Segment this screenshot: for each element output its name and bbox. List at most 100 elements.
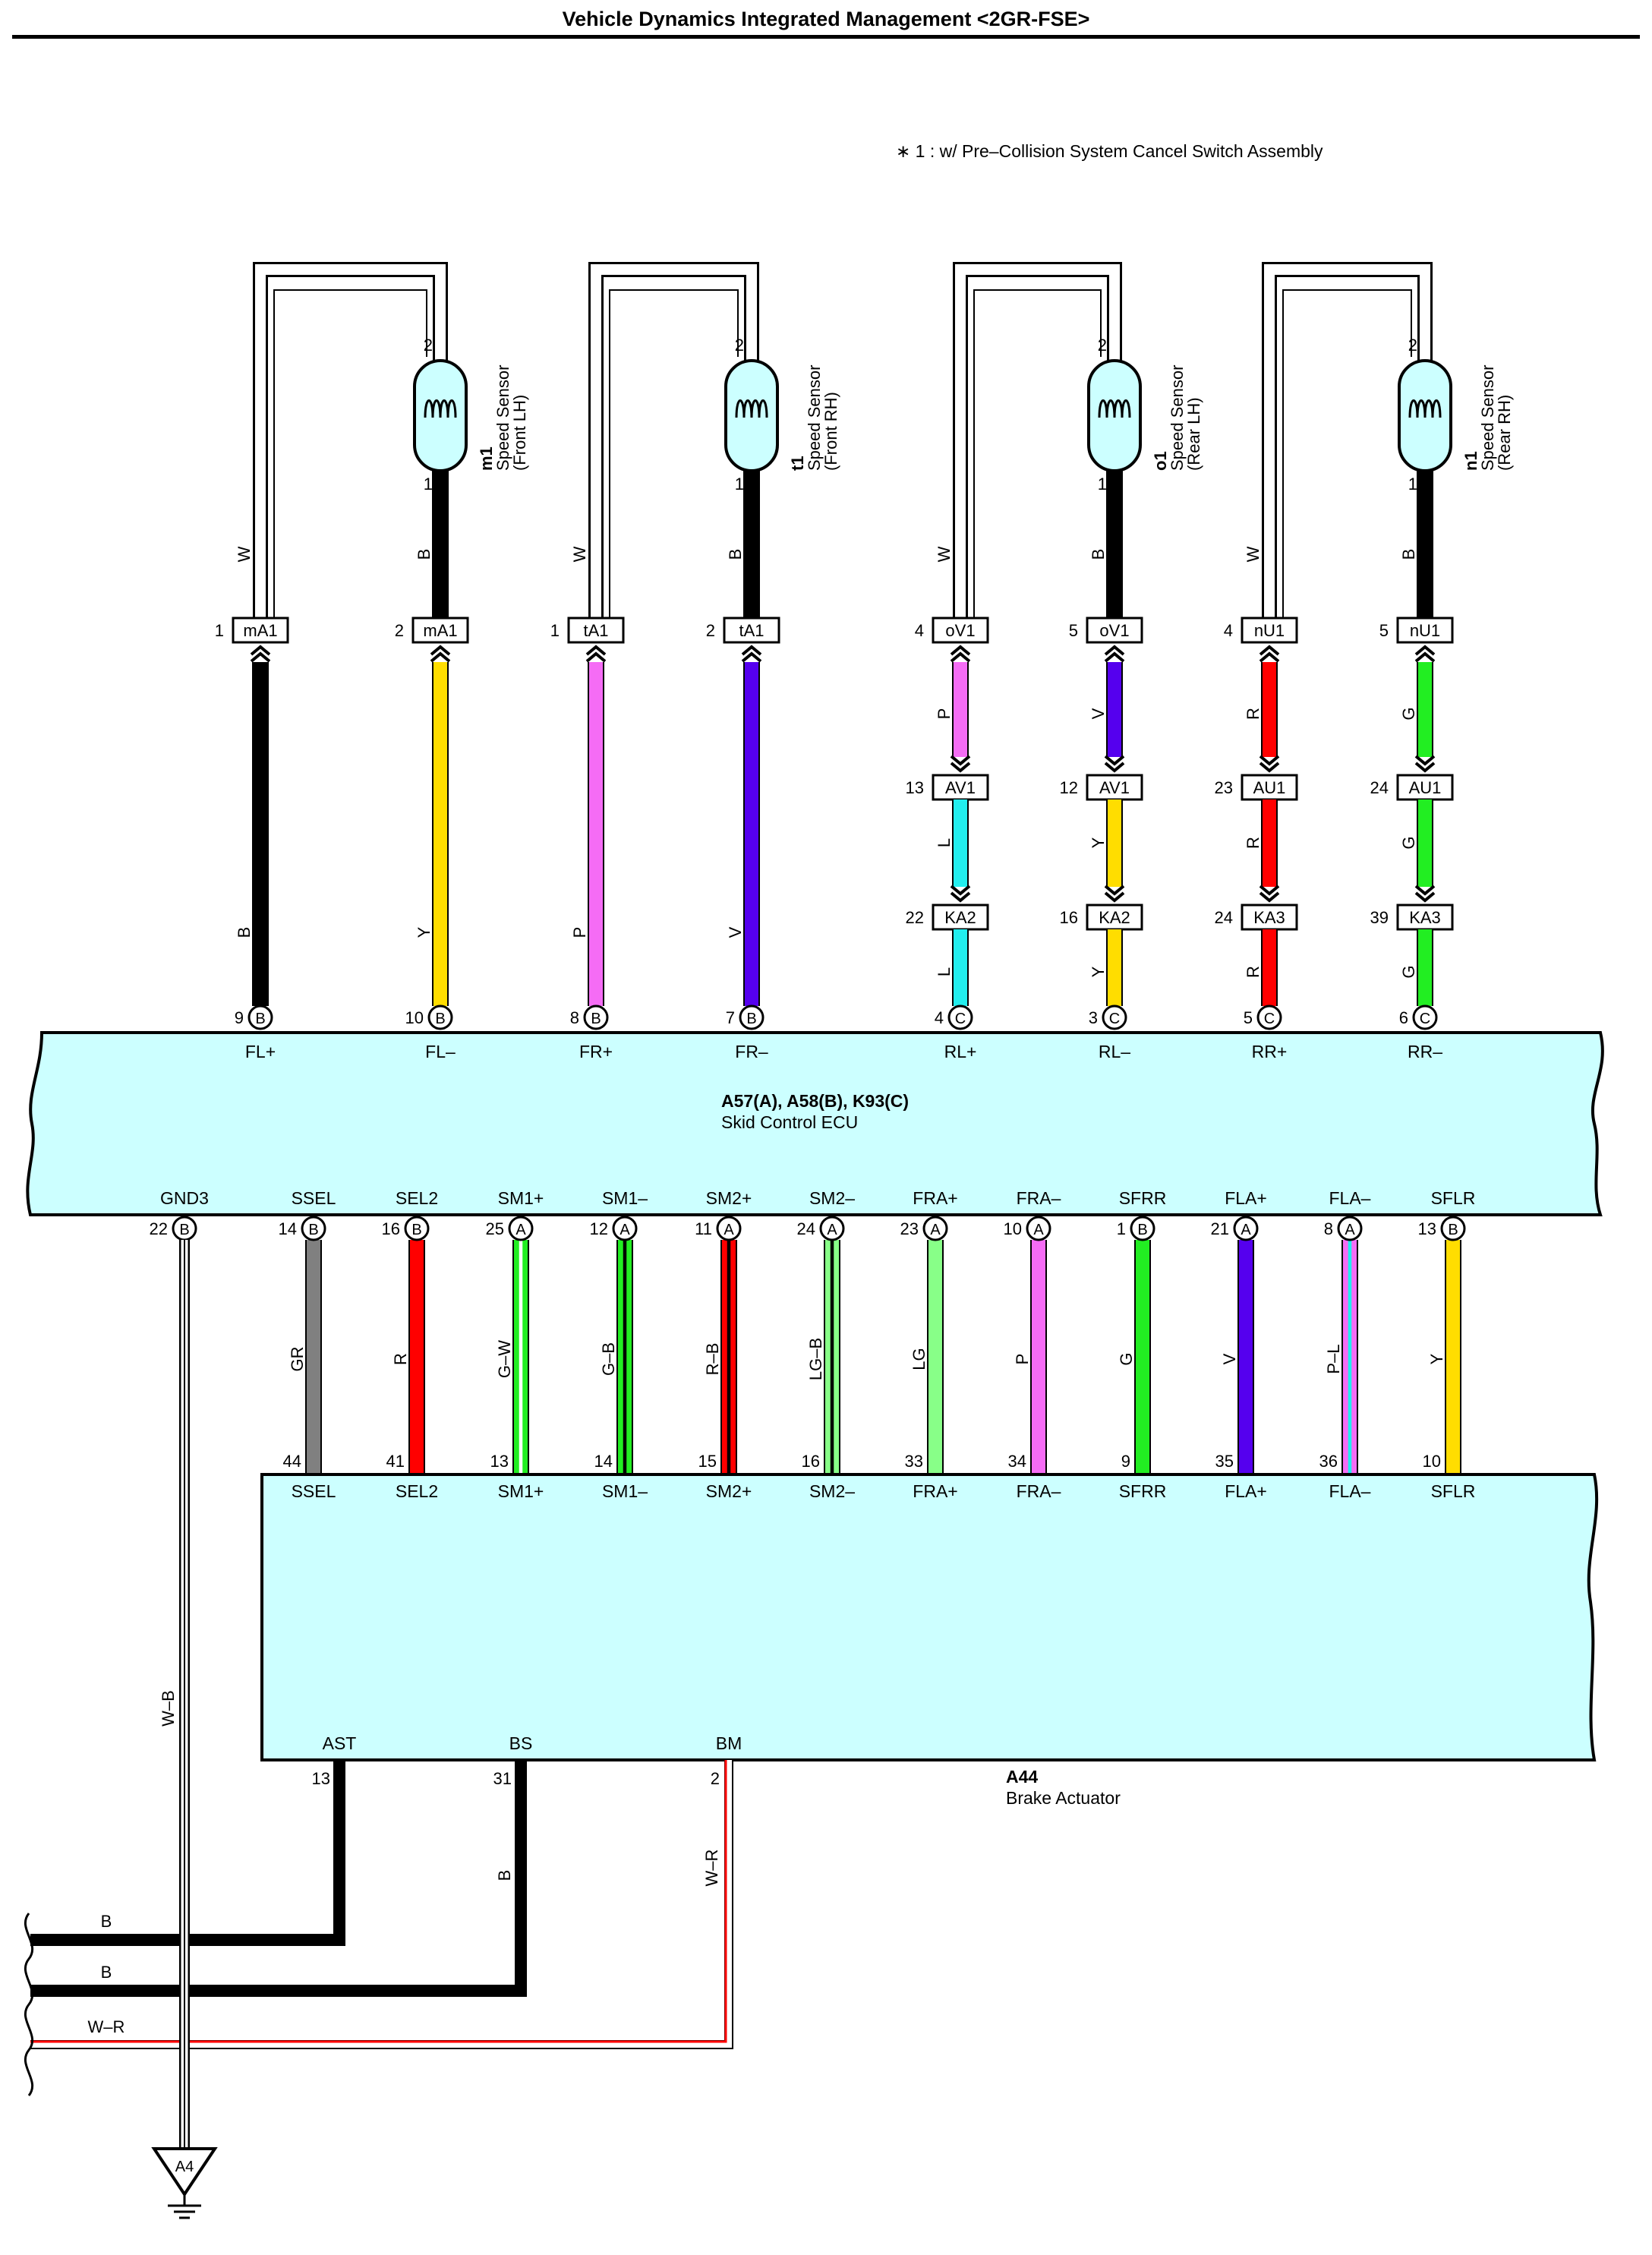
ecu-bottom-SM2–-pin-circle xyxy=(819,1216,845,1241)
ecu-bottom-FLA+-act-pin: 35 xyxy=(1215,1452,1234,1471)
sensor-n1-pin-bottom: 1 xyxy=(1408,475,1417,494)
bm-wire-stripe xyxy=(30,1760,727,2043)
sensor-n1-code: n1 xyxy=(1461,451,1480,471)
upper-wire-RR+-j1-box xyxy=(1241,774,1298,801)
ecu-signal-RR–: RR– xyxy=(1408,1042,1442,1061)
ecu-bottom-SM2–-pin-num: 24 xyxy=(797,1219,815,1238)
upper-wire-FR–-seg-label: V xyxy=(726,926,745,938)
upper-wire-RL+-chevron-j1-icon xyxy=(950,755,971,773)
upper-wire-RL+-j2-box xyxy=(932,904,989,931)
ecu-bottom-GND3-pin-letter: B xyxy=(179,1222,189,1238)
chevron-stroke xyxy=(430,651,451,663)
ecu-bottom-SFRR-pin-circle xyxy=(1130,1216,1155,1241)
ecu-signal-FL+: FL+ xyxy=(245,1042,276,1061)
upper-wire-RR+-conn-box xyxy=(1241,617,1298,644)
upper-wire-FL+-ecu-pin-letter: B xyxy=(255,1011,265,1027)
chevron-stroke xyxy=(250,651,271,663)
ecu-bottom-FLA+-pin-num: 21 xyxy=(1211,1219,1229,1238)
ecu-bottom-SSEL-label: SSEL xyxy=(292,1188,336,1208)
chevron-stroke xyxy=(741,651,762,663)
sensor-n1-name: Speed Sensor xyxy=(1478,365,1497,471)
ecu-bottom-SEL2-pin-num: 16 xyxy=(382,1219,400,1238)
upper-wire-RL+-seg2-label: L xyxy=(935,838,954,847)
upper-wire-RR–-chevron-j2-icon xyxy=(1414,885,1436,903)
sensor-t1-code: t1 xyxy=(788,456,807,471)
upper-wire-RL+-ecu-pin-letter: C xyxy=(955,1011,966,1027)
ground-code: A4 xyxy=(175,2159,194,2175)
upper-wire-FR+-conn-box xyxy=(567,617,625,644)
upper-wire-RL–-chevron-icon xyxy=(1104,645,1125,663)
ecu-bottom-FRA–-pin-letter: A xyxy=(1033,1222,1044,1238)
ecu-bottom-FLA+-wire-label: V xyxy=(1220,1353,1239,1364)
ecu-bottom-FLA+-label: FLA+ xyxy=(1225,1188,1267,1208)
actuator-signal-SFRR: SFRR xyxy=(1119,1481,1167,1501)
upper-wire-RR+-ecu-pin-circle xyxy=(1256,1004,1282,1030)
upper-wire-FL+-ecu-pin-num: 9 xyxy=(235,1008,244,1027)
ecu-bottom-FRA–-act-pin: 34 xyxy=(1008,1452,1026,1471)
upper-wire-RL–-j2-label: KA2 xyxy=(1099,908,1130,927)
upper-wire-RL+-j2-label: KA2 xyxy=(944,908,976,927)
actuator-bottom-BS-pin: 31 xyxy=(493,1769,512,1788)
ecu-bottom-SM2–-act-pin: 16 xyxy=(802,1452,820,1471)
upper-wire-RL–-conn-label: oV1 xyxy=(1099,621,1129,640)
footnote: ∗ 1 : w/ Pre–Collision System Cancel Swi… xyxy=(896,141,1323,161)
ecu-bottom-SM2+-pin-letter: A xyxy=(724,1222,734,1238)
ecu-bottom-SEL2-wire-label: R xyxy=(391,1353,410,1365)
ecu-bottom-FRA+-act-pin: 33 xyxy=(905,1452,923,1471)
ecu-bottom-SM1–-act-pin: 14 xyxy=(594,1452,613,1471)
ecu-bottom-SEL2-pin-letter: B xyxy=(411,1222,421,1238)
sensor-o1-coil-icon xyxy=(1098,399,1131,418)
upper-wire-FL–-ecu-pin-num: 10 xyxy=(405,1008,424,1027)
ecu-bottom-FLA–-pin-num: 8 xyxy=(1324,1219,1333,1238)
ecu-bottom-FRA+-pin-num: 23 xyxy=(900,1219,919,1238)
upper-wire-FL–-conn-box xyxy=(411,617,469,644)
ecu-name: Skid Control ECU xyxy=(721,1112,858,1132)
upper-wire-FR–-chevron-icon xyxy=(741,645,762,663)
ecu-signal-FL–: FL– xyxy=(425,1042,456,1061)
left-wire-label-3: W–R xyxy=(88,2017,125,2036)
chevron-stroke xyxy=(1259,651,1280,663)
chevron-stroke xyxy=(1414,762,1436,773)
ecu-bottom-SSEL-pin-num: 14 xyxy=(279,1219,297,1238)
upper-wire-RL+-top-label: W xyxy=(935,546,954,562)
actuator-signal-SM2+: SM2+ xyxy=(706,1481,752,1501)
title-rule xyxy=(12,35,1640,39)
upper-wire-RL–-chevron-j2-icon xyxy=(1104,885,1125,903)
ecu-bottom-SM1+-pin-letter: A xyxy=(515,1222,526,1238)
upper-wire-RR+-seg2-label: R xyxy=(1244,837,1263,849)
upper-wire-RR+-seg3-label: R xyxy=(1244,966,1263,978)
ecu-bottom-SM1+-pin-num: 25 xyxy=(486,1219,504,1238)
sensor-t1-loop-inner xyxy=(609,289,739,618)
upper-wire-FL–-conn-label: mA1 xyxy=(423,621,457,640)
upper-wire-RR+-seg1-label: R xyxy=(1244,708,1263,720)
ecu-bottom-FRA+-pin-letter: A xyxy=(930,1222,941,1238)
chevron-stroke xyxy=(1259,645,1280,656)
upper-wire-RL–-conn-pin: 5 xyxy=(1069,621,1078,640)
ecu-bottom-SFLR-pin-circle xyxy=(1440,1216,1466,1241)
upper-wire-RR–-conn-label: nU1 xyxy=(1410,621,1440,640)
actuator-bottom-BM: BM xyxy=(716,1733,742,1753)
actuator-signal-SM2–: SM2– xyxy=(809,1481,855,1501)
ecu-signal-RR+: RR+ xyxy=(1252,1042,1288,1061)
chevron-stroke xyxy=(950,651,971,663)
upper-wire-FL+-seg-label: B xyxy=(235,927,254,938)
upper-wire-RL–-ecu-pin-num: 3 xyxy=(1089,1008,1098,1027)
sensor-m1-code: m1 xyxy=(477,446,496,471)
actuator-code: A44 xyxy=(1006,1767,1038,1787)
upper-wire-RL–-ecu-pin-letter: C xyxy=(1109,1011,1120,1027)
upper-wire-RR–-chevron-icon xyxy=(1414,645,1436,663)
actuator-bottom-BM-pin: 2 xyxy=(711,1769,720,1788)
ecu-bottom-FRA–-pin-circle xyxy=(1026,1216,1051,1241)
upper-wire-RL+-conn-pin: 4 xyxy=(915,621,924,640)
upper-wire-RR+-j2-box xyxy=(1241,904,1298,931)
upper-wire-RR–-j1-pin: 24 xyxy=(1370,778,1389,797)
ecu-bottom-FRA–-wire-label: P xyxy=(1013,1354,1032,1365)
ecu-bottom-SM2+-pin-circle xyxy=(716,1216,742,1241)
chevron-stroke xyxy=(585,651,607,663)
ecu-bottom-SFRR-label: SFRR xyxy=(1119,1188,1167,1208)
upper-wire-RL–-top-label: B xyxy=(1089,549,1108,560)
upper-wire-RL–-j1-label: AV1 xyxy=(1099,778,1130,797)
upper-wire-FR–-ecu-pin-num: 7 xyxy=(726,1008,735,1027)
ecu-signal-FR–: FR– xyxy=(735,1042,768,1061)
actuator-name: Brake Actuator xyxy=(1006,1788,1121,1808)
